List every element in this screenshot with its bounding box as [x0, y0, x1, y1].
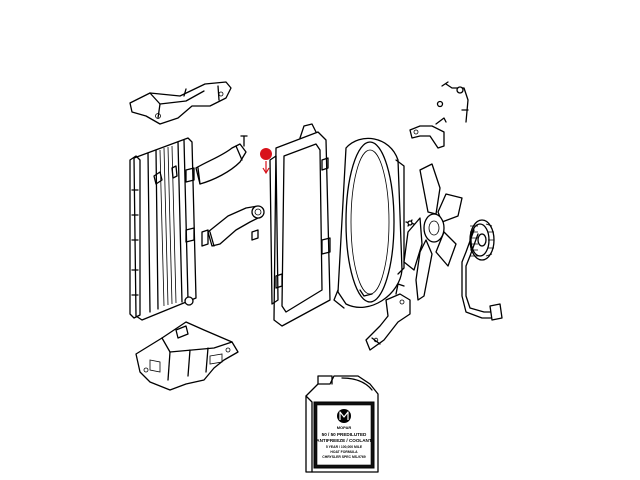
- callout-marker[interactable]: [260, 148, 272, 175]
- label-line-2: ANTIFREEZE / COOLANT: [316, 438, 372, 443]
- label-line-4: HOAT FORMULA: [330, 450, 358, 454]
- mopar-logo-icon: [337, 409, 351, 423]
- upper-radiator-hose[interactable]: [195, 135, 248, 185]
- fan-shroud-ring[interactable]: [333, 137, 405, 309]
- radiator[interactable]: [129, 137, 197, 321]
- cooling-fan[interactable]: [403, 163, 463, 301]
- brand-name: MOPAR: [337, 425, 352, 430]
- label-line-5: CHRYSLER SPEC MS-9769: [322, 455, 366, 459]
- coolant-jug[interactable]: MOPAR 50 / 50 PREDILUTED ANTIFREEZE / CO…: [305, 375, 379, 473]
- red-dot-icon: [260, 148, 272, 160]
- coolant-level-sensor[interactable]: [409, 117, 447, 149]
- fan-harness-bracket[interactable]: [461, 229, 503, 321]
- lower-air-deflector[interactable]: [135, 321, 239, 391]
- sensor-harness[interactable]: [436, 81, 469, 123]
- fan-clutch[interactable]: [469, 219, 495, 261]
- upper-radiator-shroud[interactable]: [129, 81, 232, 125]
- lower-radiator-hose[interactable]: [201, 205, 265, 247]
- lower-shroud-bracket[interactable]: [365, 283, 411, 351]
- label-line-3: 5 YEAR / 100,000 MILE: [326, 445, 363, 449]
- label-line-1: 50 / 50 PREDILUTED: [322, 432, 367, 437]
- fan-shroud-frame[interactable]: [269, 123, 331, 327]
